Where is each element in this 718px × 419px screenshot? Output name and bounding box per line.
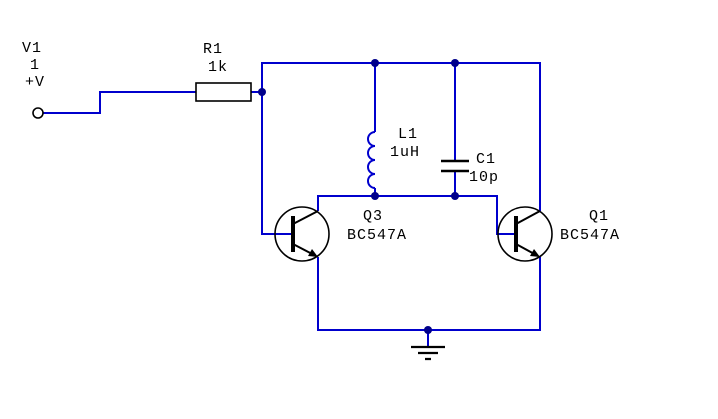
q1-emitter-arrow-icon	[530, 249, 540, 257]
v1-value-label: 1	[30, 57, 40, 74]
capacitor-plates-icon[interactable]	[441, 159, 469, 173]
c1-value-label: 10p	[469, 169, 499, 186]
junction-dot	[258, 88, 266, 96]
transistor-q1-collector-lead	[515, 210, 541, 225]
resistor-body-icon[interactable]	[195, 82, 252, 102]
q1-part-label: BC547A	[560, 227, 620, 244]
transistor-q3-body-icon[interactable]	[274, 206, 330, 262]
junction-dot	[371, 192, 379, 200]
wire-source-to-resistor[interactable]	[43, 91, 196, 114]
q3-emitter-arrow-icon	[308, 249, 318, 257]
labels: V1 1 +V R1 1k L1 1uH C1 10p Q3 BC547A Q1…	[22, 40, 620, 244]
junction-dot	[451, 192, 459, 200]
l1-value-label: 1uH	[390, 144, 420, 161]
junction-dots	[258, 59, 459, 334]
transistor-q3-collector-lead	[292, 210, 319, 225]
q1-designator-label: Q1	[589, 208, 609, 225]
wire-top-rail[interactable]	[261, 62, 541, 235]
wires	[43, 62, 541, 347]
l1-designator-label: L1	[398, 126, 418, 143]
r1-value-label: 1k	[208, 59, 228, 76]
v1-terminal-label: +V	[25, 74, 45, 91]
voltage-terminal-icon[interactable]	[32, 107, 44, 119]
r1-designator-label: R1	[203, 41, 223, 58]
v1-designator-label: V1	[22, 40, 42, 57]
junction-dot	[424, 326, 432, 334]
c1-designator-label: C1	[476, 151, 496, 168]
junction-dot	[371, 59, 379, 67]
emitter-arrows	[308, 249, 540, 257]
inductor-coil-icon[interactable]	[367, 131, 376, 189]
wire-middle-rail[interactable]	[317, 195, 516, 235]
transistor-q1-body-icon[interactable]	[497, 206, 553, 262]
q3-designator-label: Q3	[363, 208, 383, 225]
q3-part-label: BC547A	[347, 227, 407, 244]
junction-dot	[451, 59, 459, 67]
ground-icon[interactable]	[411, 345, 445, 361]
